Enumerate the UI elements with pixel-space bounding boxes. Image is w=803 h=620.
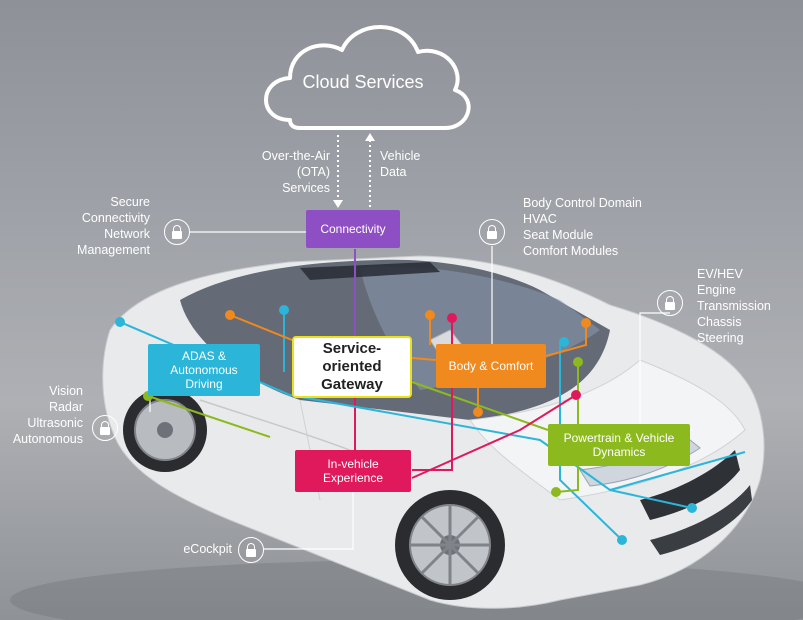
powertrain-features-label: EV/HEV Engine Transmission Chassis Steer… xyxy=(697,267,771,345)
adas-features-label: Vision Radar Ultrasonic Autonomous xyxy=(12,384,83,446)
in-vehicle-features-label: eCockpit xyxy=(183,542,232,556)
powertrain-box[interactable]: Powertrain & Vehicle Dynamics xyxy=(548,424,690,466)
uplink-arrows xyxy=(337,135,371,207)
connectivity-box[interactable]: Connectivity xyxy=(306,210,400,248)
lock-icon xyxy=(657,290,683,316)
lock-icon xyxy=(479,219,505,245)
up-arrow-icon xyxy=(365,133,375,141)
lock-icon xyxy=(238,537,264,563)
connector-dots xyxy=(115,305,697,545)
body-comfort-box[interactable]: Body & Comfort xyxy=(436,344,546,388)
lock-icon xyxy=(164,219,190,245)
down-arrow-icon xyxy=(333,200,343,208)
body-features-label: Body Control Domain HVAC Seat Module Com… xyxy=(523,196,642,258)
cloud-icon xyxy=(264,25,471,130)
service-oriented-gateway-box[interactable]: Service- oriented Gateway xyxy=(292,336,412,398)
cloud-services-label: Cloud Services xyxy=(302,72,424,92)
ota-label: Over-the-Air (OTA) Services xyxy=(261,149,330,195)
in-vehicle-experience-box[interactable]: In-vehicle Experience xyxy=(295,450,411,492)
vehicle-data-label: Vehicle Data xyxy=(380,149,421,179)
connectivity-features-label: Secure Connectivity Network Management xyxy=(77,195,150,257)
adas-box[interactable]: ADAS & Autonomous Driving xyxy=(148,344,260,396)
lock-icon xyxy=(92,415,118,441)
